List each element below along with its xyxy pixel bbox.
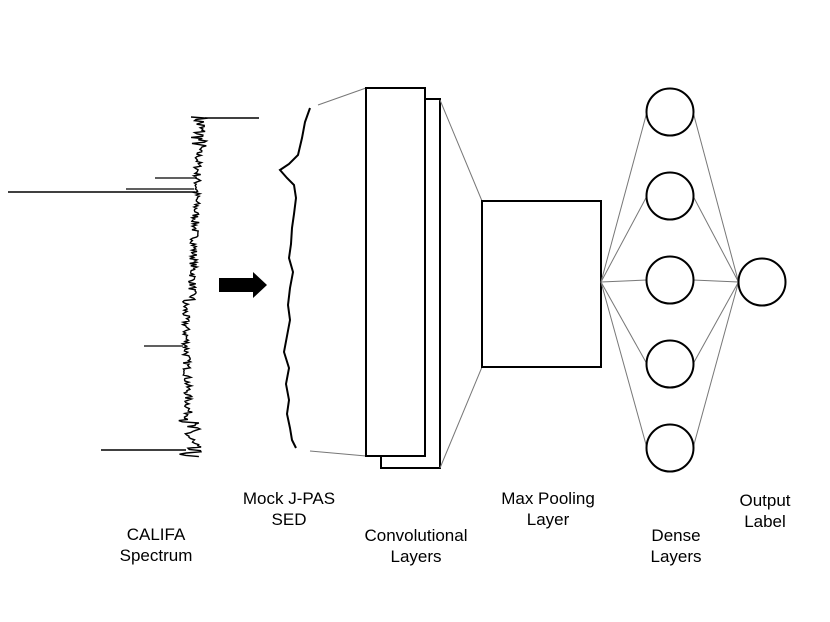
sed-conv-connectors <box>309 87 367 457</box>
califa-spectrum-trace <box>178 116 209 458</box>
pool-dense-edge <box>600 195 648 283</box>
conv-pool-connectors <box>439 99 483 469</box>
pool-dense-edge <box>600 279 647 283</box>
dense-node <box>645 171 695 221</box>
pool-dense-edge <box>600 281 648 365</box>
dense-node <box>645 255 695 305</box>
pool-dense-edge <box>600 111 648 283</box>
dense-node <box>645 87 695 137</box>
dense-node <box>645 339 695 389</box>
dense-output-edge <box>692 281 739 365</box>
convolutional-layers <box>365 87 441 469</box>
califa-spectrum <box>8 116 259 458</box>
dense-output-edge <box>693 279 739 283</box>
dense-node <box>645 423 695 473</box>
dense-output-edge <box>692 111 739 283</box>
pool-dense-edge <box>600 281 648 449</box>
mock-jpas-sed <box>278 107 311 449</box>
dense-output-edge <box>692 281 739 449</box>
conv-layer-front <box>365 87 426 457</box>
network-edges <box>600 111 739 449</box>
transform-arrow <box>219 272 267 298</box>
dense-layer-nodes <box>645 87 695 473</box>
max-pooling-layer <box>481 200 602 368</box>
dense-output-edge <box>692 195 739 283</box>
output-node <box>737 257 787 307</box>
